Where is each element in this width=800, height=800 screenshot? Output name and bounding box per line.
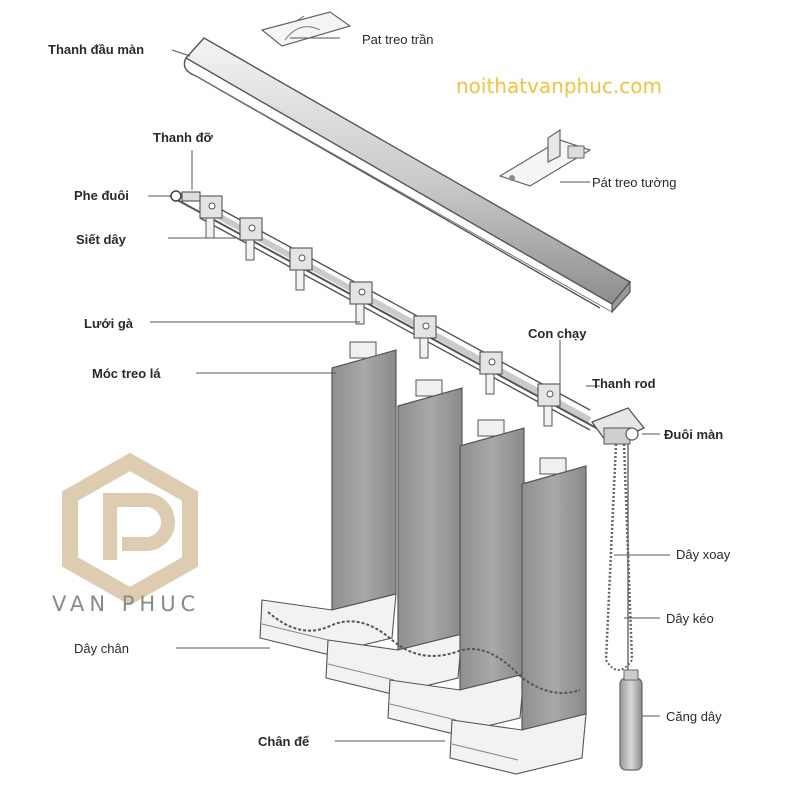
website-watermark: noithatvanphuc.com [456,74,662,98]
label-end-cap: Đuôi màn [664,427,724,442]
tension-weight-icon [619,669,643,771]
end-cap-icon [590,407,646,445]
slat-icon [259,341,397,655]
support-track-icon [169,195,601,431]
label-twist-cord: Dây xoay [676,547,731,562]
label-slat-hook: Móc treo lá [92,366,161,381]
runner-icon [413,315,437,359]
label-rod: Thanh rod [592,376,656,391]
slat-icon [449,457,587,775]
brand-logo-icon [62,452,198,606]
runner-icon [479,351,503,395]
label-runner: Con chạy [528,326,587,341]
bottom-chain-icon [267,611,581,694]
slat-icon [325,379,463,695]
label-tightener: Siết dây [76,232,126,247]
runner-icon [537,383,561,427]
label-pull-cord: Dây kéo [666,611,714,626]
label-end-clip: Phe đuôi [74,188,129,203]
runner-icon [289,247,313,291]
runner-icon [349,281,373,325]
label-head-rail: Thanh đầu màn [48,42,145,57]
label-ceiling-bracket: Pat treo trần [362,32,434,47]
label-tension: Căng dây [666,709,722,724]
cord-chains-icon [604,443,634,690]
label-bottom-chain: Dây chân [74,641,129,656]
brand-name-watermark: VAN PHUC [52,592,201,616]
runner-group [199,195,561,427]
runner-icon [239,217,263,261]
ceiling-bracket-icon [260,11,352,47]
wall-bracket-icon [498,128,592,187]
runner-icon [199,195,223,239]
label-support-bar: Thanh đỡ [153,130,213,145]
label-weight: Chân đế [258,734,310,749]
label-wall-bracket: Pát treo tường [592,175,677,190]
end-clip-icon [170,190,201,202]
slat-icon [387,419,525,735]
slat-group [259,341,587,775]
head-rail-icon [183,37,632,314]
leader-lines [148,37,670,742]
label-mesh: Lưới gà [84,316,133,331]
